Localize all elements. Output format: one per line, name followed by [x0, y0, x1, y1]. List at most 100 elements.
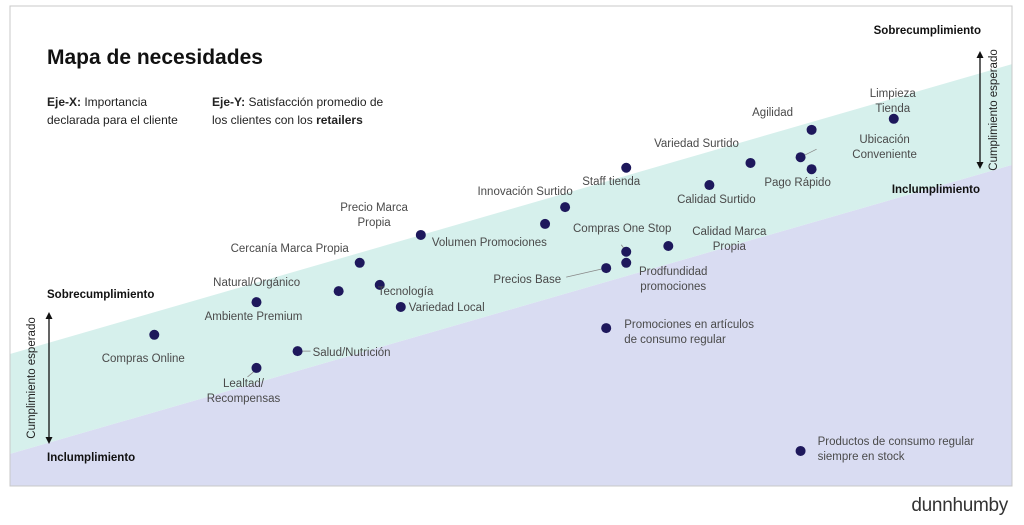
- dunnhumby-logo: dunnhumby: [911, 495, 1008, 516]
- point-label-line: Lealtad/: [223, 378, 265, 390]
- arrow-up-icon: [45, 312, 53, 319]
- point-label-line: Compras One Stop: [573, 223, 671, 235]
- y-axis-note: Eje-Y: Satisfacción promedio de: [212, 95, 384, 109]
- left-under-label: Inclumplimiento: [47, 452, 135, 464]
- data-point[interactable]: [795, 152, 806, 163]
- left-over-label: Sobrecumplimiento: [47, 289, 154, 301]
- left-expected-label: Cumplimiento esperado: [26, 317, 38, 438]
- data-point[interactable]: [395, 301, 406, 312]
- point-label-line: Staff tienda: [582, 176, 641, 188]
- arrow-up-icon: [976, 51, 984, 58]
- leader-line: [247, 371, 254, 378]
- chart-border: [9, 5, 1013, 487]
- point-label-line: siempre en stock: [818, 451, 905, 463]
- leader-line: [566, 268, 602, 278]
- y-axis-desc-2: los clientes con los: [212, 113, 316, 127]
- data-point[interactable]: [621, 257, 632, 268]
- data-point[interactable]: [745, 157, 756, 168]
- data-point[interactable]: [806, 124, 817, 135]
- point-label: Promociones en artículos de consumo regul…: [624, 319, 754, 346]
- data-point[interactable]: [601, 263, 612, 274]
- point-label-line: Variedad Local: [409, 302, 485, 314]
- point-label: Pago Rápido: [764, 177, 831, 189]
- point-label-line: Recompensas: [207, 393, 281, 405]
- y-axis-note-2: los clientes con los retailers: [212, 113, 363, 127]
- data-point[interactable]: [795, 445, 806, 456]
- point-label-line: de consumo regular: [624, 334, 726, 346]
- point-label-line: promociones: [640, 281, 706, 293]
- point-label: Compras One Stop: [573, 223, 671, 235]
- data-point[interactable]: [621, 162, 632, 173]
- point-label: Compras Online: [102, 353, 185, 365]
- arrow-down-icon: [45, 437, 53, 444]
- point-label: Prodfundidad promociones: [639, 266, 707, 293]
- point-label-line: Ambiente Premium: [205, 311, 303, 323]
- point-label-line: Precios Base: [493, 274, 561, 286]
- data-point[interactable]: [251, 362, 262, 373]
- point-label-line: Pago Rápido: [764, 177, 831, 189]
- data-point[interactable]: [601, 323, 612, 334]
- data-point[interactable]: [663, 241, 674, 251]
- point-label-line: Productos de consumo regular: [818, 436, 975, 448]
- data-point[interactable]: [540, 218, 551, 229]
- point-label-line: Propia: [713, 241, 747, 253]
- data-point[interactable]: [621, 246, 632, 257]
- y-axis-retailers: retailers: [316, 113, 363, 127]
- point-label-line: Tecnología: [378, 286, 434, 298]
- x-axis-note: Eje-X: Importancia: [47, 95, 147, 109]
- point-label-line: Precio Marca: [340, 202, 408, 214]
- x-axis-note-2: declarada para el cliente: [47, 113, 178, 127]
- point-label-line: Agilidad: [752, 107, 793, 119]
- x-axis-desc: Importancia: [81, 95, 147, 109]
- right-under-label: Inclumplimiento: [892, 184, 980, 196]
- right-over-label: Sobrecumplimiento: [874, 25, 981, 37]
- data-point[interactable]: [704, 180, 715, 191]
- point-label-line: Salud/Nutrición: [313, 347, 391, 359]
- leader-line: [804, 148, 817, 156]
- point-label: Calidad Surtido: [677, 194, 756, 206]
- x-axis-key: Eje-X:: [47, 95, 81, 109]
- data-point[interactable]: [149, 329, 160, 340]
- point-label: Cercanía Marca Propia: [231, 243, 350, 255]
- point-label-line: Prodfundidad: [639, 266, 707, 278]
- point-label-line: Promociones en artículos: [624, 319, 754, 331]
- arrow-down-icon: [976, 162, 984, 169]
- point-label-line: Natural/Orgánico: [213, 277, 300, 289]
- point-label: Lealtad/Recompensas: [207, 378, 281, 405]
- point-label: Salud/Nutrición: [313, 347, 391, 359]
- data-point[interactable]: [560, 202, 571, 213]
- data-point[interactable]: [251, 297, 262, 308]
- data-point[interactable]: [415, 229, 426, 240]
- point-label-line: Conveniente: [852, 149, 917, 161]
- point-label-line: Ubicación: [859, 134, 910, 146]
- data-point[interactable]: [374, 279, 385, 290]
- data-point[interactable]: [354, 257, 365, 268]
- point-label-line: Compras Online: [102, 353, 185, 365]
- data-point[interactable]: [806, 164, 817, 175]
- point-label: Variedad Surtido: [654, 138, 739, 150]
- data-point[interactable]: [333, 286, 344, 297]
- data-point[interactable]: [292, 346, 303, 357]
- point-label-line: Variedad Surtido: [654, 138, 739, 150]
- point-label: Natural/Orgánico: [213, 277, 300, 289]
- point-label-line: Propia: [357, 217, 391, 229]
- point-label-line: Tienda: [875, 103, 910, 115]
- data-points: [149, 113, 899, 456]
- data-point[interactable]: [888, 113, 899, 124]
- page-title: Mapa de necesidades: [47, 46, 263, 69]
- point-label-line: Calidad Surtido: [677, 194, 756, 206]
- y-axis-key: Eje-Y:: [212, 95, 245, 109]
- zones-background: [10, 64, 1012, 486]
- point-label: Productos de consumo regular siempre en s…: [818, 436, 975, 463]
- point-label-line: Innovación Surtido: [477, 186, 572, 198]
- point-label: Tecnología: [378, 286, 434, 298]
- point-label-line: Calidad Marca: [692, 226, 767, 238]
- point-label: Ambiente Premium: [205, 311, 303, 323]
- y-axis-desc: Satisfacción promedio de: [245, 95, 383, 109]
- point-label: Variedad Local: [409, 302, 485, 314]
- point-label-line: Cercanía Marca Propia: [231, 243, 350, 255]
